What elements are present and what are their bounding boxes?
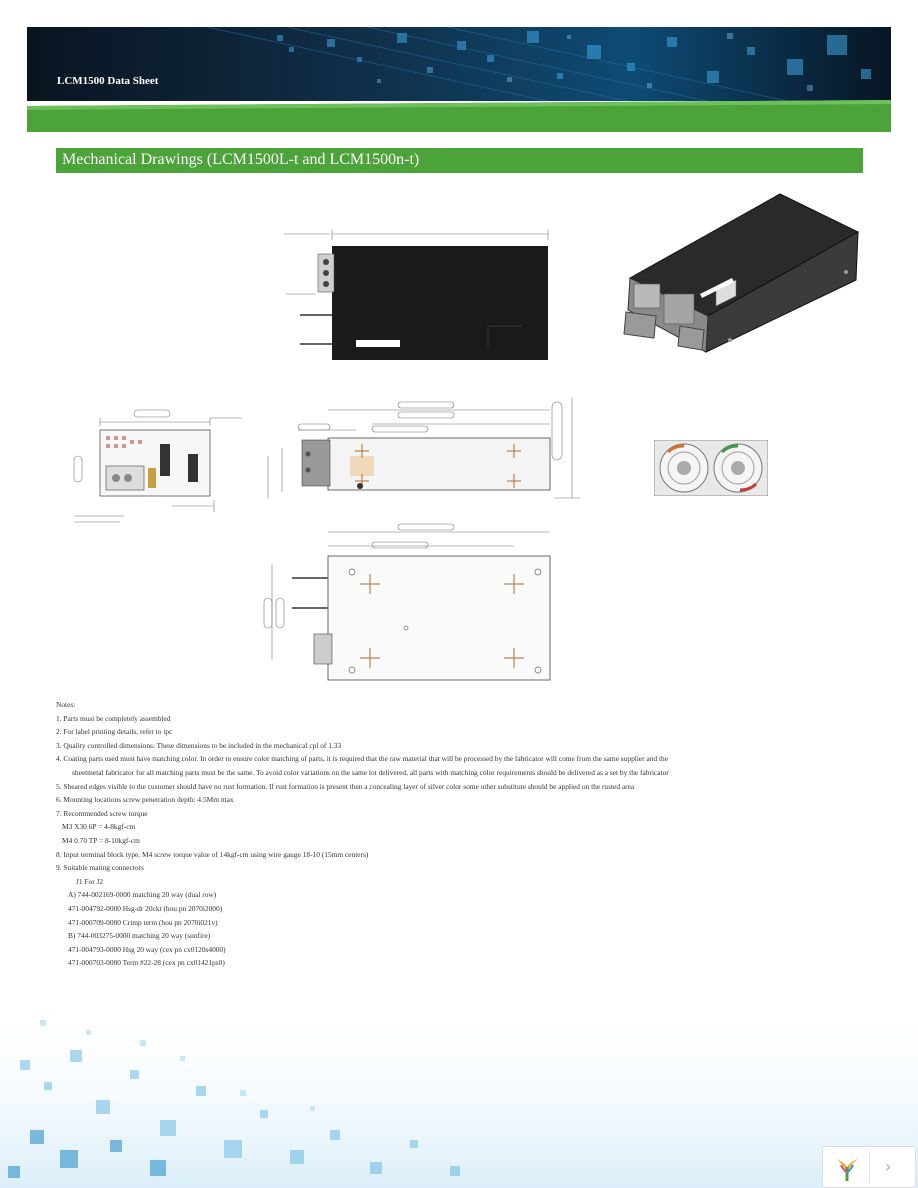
note-item: 4. Coating parts used must have matching…: [56, 754, 669, 764]
footer-decoration: [0, 990, 918, 1188]
top-view-drawing: [284, 230, 549, 360]
note-item: 1. Parts must be completely assembled: [56, 713, 171, 723]
connector-item: 471-004793-0000 Hsg 20 way (cex pn cx012…: [68, 944, 226, 954]
note-item: 5. Sheared edges visible to the customer…: [56, 781, 635, 791]
front-view-drawing: [73, 409, 242, 523]
notes-heading: Notes:: [56, 700, 76, 709]
rear-fan-view-drawing: [654, 440, 768, 496]
connector-item: 471-004792-0000 Hsg-dr 20ckt (hou pn 207…: [68, 903, 223, 913]
header-background-graphic: [27, 27, 891, 101]
connector-item: B) 744-003275-0000 matching 20 way (sunf…: [68, 931, 211, 941]
connector-item: A) 744-002169-0000 matching 20 way (dual…: [68, 890, 217, 900]
section-title: Mechanical Drawings (LCM1500L-t and LCM1…: [62, 151, 420, 168]
connector-heading: J1 For J2: [76, 876, 104, 886]
note-item: 6. Mounting locations screw penetration …: [56, 795, 234, 805]
note-item: 3. Quality controlled dimensions: These …: [56, 740, 342, 750]
note-item: 8. Input terminal block type. M4 screw t…: [56, 849, 369, 859]
torque-value: M4 0.70 TP = 8-10kgf-cm: [62, 835, 140, 845]
connector-item: 471-000709-0000 Crimp term (hou pn 2070i…: [68, 917, 218, 927]
header-green-swoosh: [27, 100, 891, 132]
torque-value: M3 X30 6P = 4-8kgf-cm: [62, 822, 136, 832]
connector-item: 471-000703-0000 Term #22-28 (cex pn cx01…: [68, 958, 225, 968]
side-view-drawing: [267, 398, 580, 499]
section-heading-bar: Mechanical Drawings (LCM1500L-t and LCM1…: [56, 148, 863, 173]
bottom-view-drawing: [263, 523, 551, 681]
isometric-view-drawing: [623, 193, 860, 353]
page-nav-widget[interactable]: ›: [822, 1146, 916, 1188]
next-page-chevron-icon[interactable]: ›: [885, 1157, 892, 1176]
note-item: 9. Suitable mating connectors: [56, 863, 144, 873]
notes-section: Notes: 1. Parts must be completely assem…: [56, 698, 876, 970]
header-banner: LCM1500 Data Sheet: [27, 27, 891, 101]
note-item: 2. For label printing details, refer to …: [56, 727, 173, 737]
nav-separator: [869, 1151, 870, 1183]
note-item: 7. Recommended screw torque: [56, 808, 148, 818]
document-title: LCM1500 Data Sheet: [57, 75, 159, 87]
brand-logo-icon: [837, 1159, 858, 1181]
note-item-continuation: sheetmetal fabricator for all matching p…: [72, 767, 669, 777]
